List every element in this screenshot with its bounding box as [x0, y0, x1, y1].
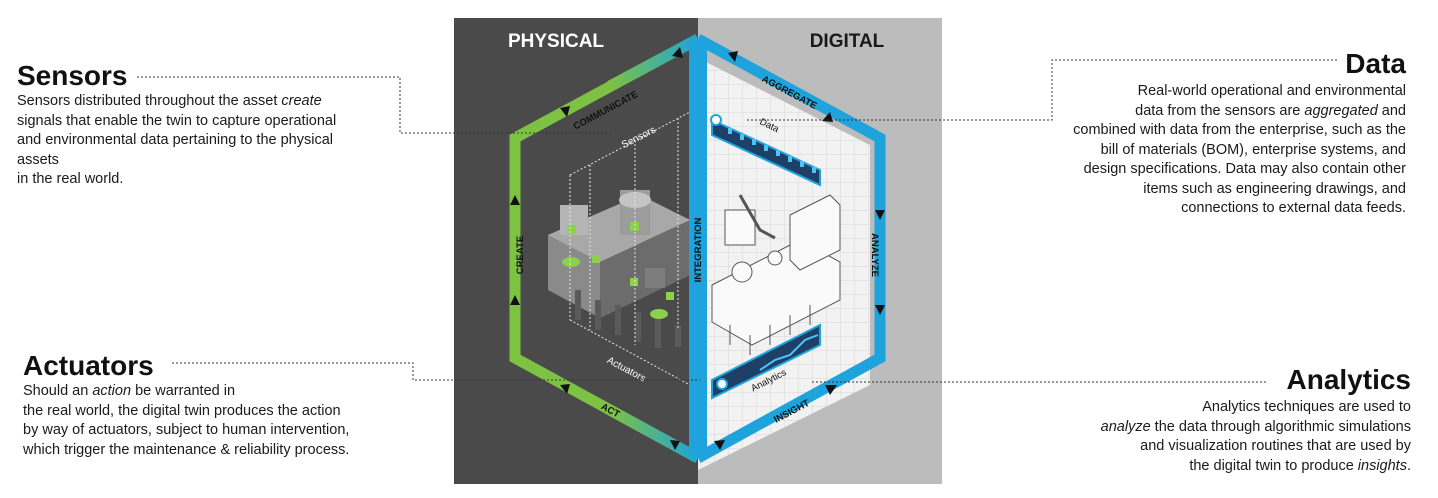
sensors-callout: Sensors Sensors distributed throughout t…	[17, 60, 382, 190]
actuators-line-2: the real world, the digital twin produce…	[23, 402, 341, 419]
cycle-hexagon	[509, 34, 886, 463]
data-callout: Data Real-world operational and environm…	[1030, 48, 1406, 219]
data-line-4: bill of materials (BOM), enterprise syst…	[1100, 141, 1406, 158]
physical-title: PHYSICAL	[508, 31, 604, 52]
sensors-title: Sensors	[17, 60, 128, 91]
integration-band	[689, 44, 707, 453]
sensors-description: Sensors distributed throughout the asset…	[17, 92, 382, 190]
sensors-emphasis: create	[281, 93, 322, 109]
analytics-emphasis: analyze	[1100, 418, 1151, 435]
data-title: Data	[1345, 48, 1406, 79]
data-line-1: Real-world operational and environmental	[1137, 83, 1406, 99]
label-integration: INTEGRATION	[693, 217, 704, 282]
analytics-description: Analytics techniques are used to analyze…	[1040, 398, 1411, 476]
actuators-callout: Actuators Should an action be warranted …	[23, 350, 393, 460]
actuators-description: Should an action be warranted in the rea…	[23, 382, 393, 460]
data-line-7: connections to external data feeds.	[1181, 200, 1406, 216]
physical-machine	[548, 190, 690, 348]
digital-title: DIGITAL	[810, 31, 885, 52]
actuators-line-3: by way of actuators, subject to human in…	[23, 422, 350, 438]
actuators-emphasis: action	[92, 383, 132, 399]
analytics-line-2: the data through algorithmic simulations	[1150, 418, 1411, 435]
analytics-line-1: Analytics techniques are used to	[1202, 399, 1411, 415]
label-analyze: ANALYZE	[869, 233, 880, 277]
sensors-line-2: signals that enable the twin to capture …	[17, 112, 337, 129]
digital-machine	[711, 194, 841, 355]
data-line-2b: and	[1377, 102, 1406, 119]
analytics-callout: Analytics Analytics techniques are used …	[1040, 364, 1411, 476]
leader-lines	[137, 59, 1337, 383]
actuators-line-1b: be warranted in	[131, 383, 236, 399]
analytics-title: Analytics	[1286, 364, 1412, 395]
analytics-line-4a: the digital twin to produce	[1189, 457, 1358, 474]
data-line-2a: data from the sensors are	[1135, 102, 1305, 119]
data-line-3: combined with data from the enterprise, …	[1073, 122, 1406, 138]
data-description: Real-world operational and environmental…	[1030, 82, 1406, 219]
analytics-bar	[711, 323, 821, 400]
analytics-line-3: and visualization routines that are used…	[1140, 438, 1411, 454]
data-line-5: design specifications. Data may also con…	[1083, 161, 1406, 177]
analytics-line-4b: .	[1406, 457, 1411, 474]
analytics-insights-emphasis: insights	[1357, 457, 1407, 474]
sensors-line-4: assets	[17, 151, 59, 168]
data-bar	[710, 114, 821, 187]
sensors-line-5: in the real world.	[17, 171, 124, 187]
sensors-line-1: Sensors distributed throughout the asset	[17, 93, 282, 109]
actuators-line-1a: Should an	[23, 383, 93, 399]
actuators-title: Actuators	[23, 350, 154, 381]
sensors-line-3: and environmental data pertaining to the…	[17, 132, 333, 148]
label-create: CREATE	[515, 236, 526, 274]
data-line-6: items such as engineering drawings, and	[1143, 180, 1406, 197]
actuators-line-4: which trigger the maintenance & reliabil…	[23, 441, 350, 458]
data-emphasis: aggregated	[1304, 102, 1378, 119]
